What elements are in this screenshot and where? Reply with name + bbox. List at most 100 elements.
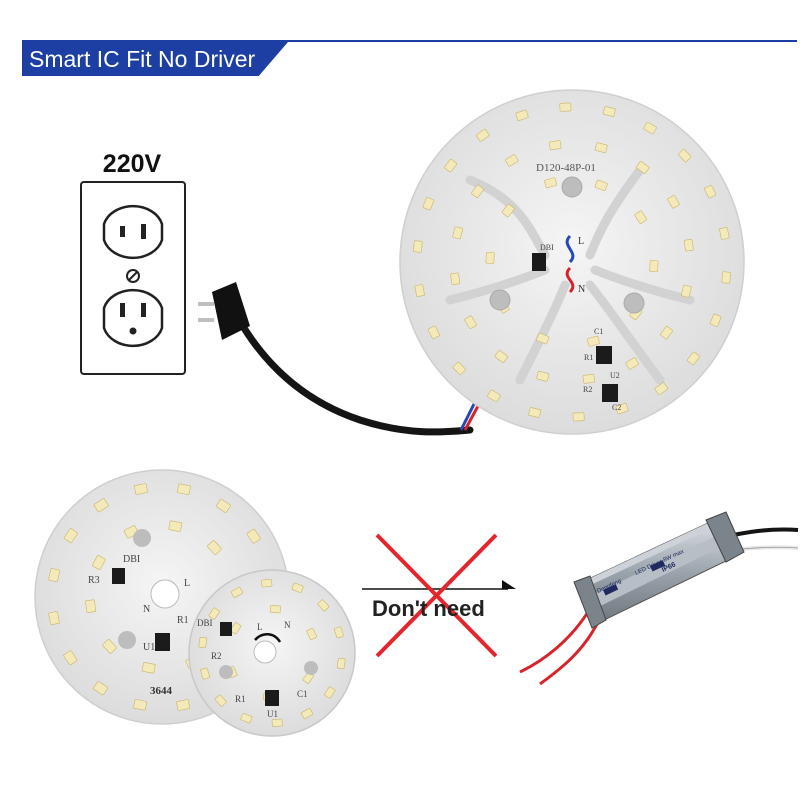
led-chip bbox=[625, 357, 639, 370]
led-chip bbox=[176, 699, 190, 711]
bridge-rectifier-chip bbox=[532, 253, 546, 271]
led-chip bbox=[643, 121, 657, 135]
not-needed-mark bbox=[362, 533, 516, 658]
led-chip bbox=[654, 382, 669, 396]
led-chip bbox=[559, 102, 572, 112]
led-chip bbox=[528, 407, 542, 418]
led-chip bbox=[246, 528, 261, 544]
led-chip bbox=[452, 226, 464, 240]
led-chip bbox=[471, 184, 484, 199]
led-chip bbox=[721, 271, 731, 284]
ic-chip-front-bridge bbox=[220, 622, 232, 636]
ic-chip-back-bridge bbox=[112, 568, 125, 584]
label-c1: C1 bbox=[594, 327, 603, 336]
led-chip bbox=[230, 586, 244, 598]
led-chip bbox=[452, 361, 466, 376]
label-back-r1: R1 bbox=[177, 615, 189, 626]
led-chip bbox=[133, 699, 147, 711]
led-chip bbox=[594, 142, 608, 154]
led-chip bbox=[198, 636, 208, 649]
led-chip bbox=[269, 605, 281, 614]
power-cable bbox=[234, 314, 480, 436]
led-chip bbox=[85, 599, 97, 613]
wall-outlet bbox=[80, 181, 186, 375]
led-chip bbox=[208, 607, 220, 620]
led-chip bbox=[485, 251, 495, 264]
led-chip bbox=[594, 179, 608, 192]
led-chip bbox=[582, 373, 595, 384]
outlet-socket-bottom bbox=[102, 288, 164, 348]
led-chip bbox=[683, 239, 694, 252]
led-chip bbox=[536, 370, 550, 382]
led-chip bbox=[635, 161, 650, 174]
ic-chip-back-u1 bbox=[155, 633, 170, 651]
red-cross-stroke-2 bbox=[375, 533, 498, 658]
led-chip bbox=[93, 681, 109, 696]
board-model-label: D120-48P-01 bbox=[536, 162, 596, 174]
label-c2: C2 bbox=[612, 403, 621, 412]
terminal-wire-red bbox=[565, 266, 575, 294]
led-chip bbox=[215, 498, 231, 513]
led-driver-box: Dengfeng LED Driver 8W max IP66 bbox=[519, 511, 799, 686]
led-chip bbox=[536, 332, 550, 345]
led-chip bbox=[615, 403, 629, 415]
led-chip bbox=[336, 657, 346, 670]
driver-output-tag bbox=[650, 560, 666, 572]
led-chip bbox=[544, 177, 558, 189]
led-chip bbox=[494, 350, 509, 363]
led-chip bbox=[300, 708, 314, 720]
label-front-l: L bbox=[257, 622, 263, 632]
bridge-label: DBI bbox=[540, 243, 554, 252]
led-chip bbox=[549, 140, 562, 151]
led-chip bbox=[634, 210, 647, 224]
led-chip bbox=[334, 626, 344, 639]
outlet-socket-top bbox=[102, 204, 164, 260]
led-chip bbox=[177, 483, 191, 495]
arrow-head bbox=[502, 580, 516, 589]
led-chip bbox=[207, 540, 222, 555]
label-u2: U2 bbox=[610, 371, 620, 380]
led-chip bbox=[515, 109, 529, 121]
led-chip bbox=[686, 351, 700, 366]
banner-title: Smart IC Fit No Driver bbox=[22, 42, 288, 76]
led-chip bbox=[92, 555, 106, 570]
led-chip bbox=[230, 622, 242, 635]
led-chip bbox=[444, 158, 458, 173]
led-chip bbox=[464, 315, 477, 329]
led-chip bbox=[63, 650, 78, 666]
led-chip bbox=[450, 272, 461, 285]
label-back-u1: U1 bbox=[143, 642, 155, 653]
led-chip bbox=[261, 579, 273, 588]
led-chip bbox=[427, 325, 440, 340]
label-back-dbi: DBI bbox=[123, 554, 140, 565]
outlet-screw bbox=[126, 269, 140, 283]
led-chip bbox=[602, 106, 616, 117]
led-chip bbox=[317, 599, 330, 612]
led-chip bbox=[102, 639, 117, 654]
led-chip bbox=[200, 667, 210, 680]
terminal-neutral-label: N bbox=[578, 284, 585, 295]
led-chip bbox=[48, 611, 60, 625]
ic-chip-u1 bbox=[596, 346, 612, 364]
led-chip bbox=[413, 240, 423, 253]
led-chip bbox=[680, 284, 692, 298]
label-front-u1: U1 bbox=[267, 709, 278, 719]
led-chip bbox=[306, 628, 317, 640]
label-front-c1: C1 bbox=[297, 689, 308, 699]
led-chip bbox=[649, 260, 659, 273]
board-code-label: 3644 bbox=[150, 685, 173, 697]
led-chip bbox=[168, 520, 183, 532]
led-chip bbox=[678, 148, 692, 163]
led-chip bbox=[93, 498, 109, 513]
ic-chip-front-u1 bbox=[265, 690, 279, 706]
led-chip bbox=[660, 325, 673, 340]
led-chip bbox=[414, 284, 425, 297]
label-back-l: L bbox=[184, 578, 190, 589]
led-chip bbox=[141, 662, 156, 674]
label-front-n: N bbox=[284, 620, 291, 630]
voltage-label: 220V bbox=[102, 150, 162, 178]
led-chip bbox=[291, 582, 304, 593]
label-back-n: N bbox=[143, 604, 150, 615]
ic-chip-u2 bbox=[602, 384, 618, 402]
